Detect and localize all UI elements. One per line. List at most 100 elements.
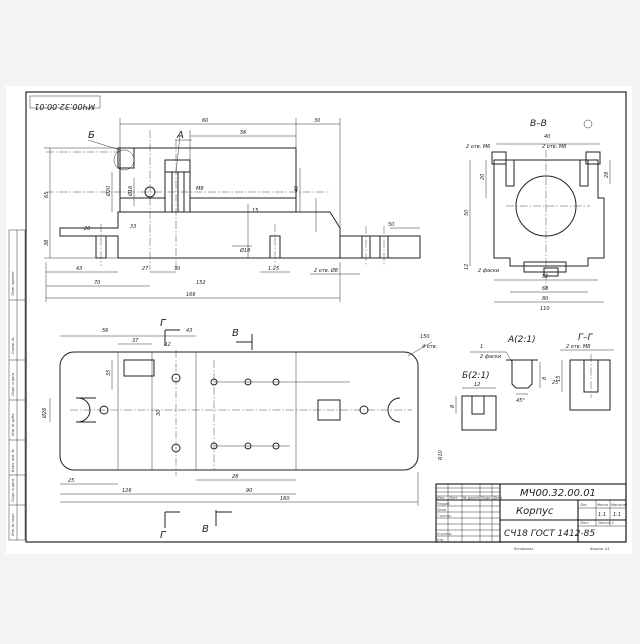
margin-strip: Перв. примен. Справ. № Подп. и дата Инв.…	[8, 229, 26, 541]
dim-2otv: 2 отв. Ø8	[314, 267, 338, 274]
section-vv-rotation-mark	[583, 119, 593, 129]
tb-sheet-label: Лист	[579, 521, 590, 525]
vv-dim-28: 28	[604, 172, 610, 178]
tb-row-izm: Изм.	[437, 496, 445, 500]
rotated-designation-box: МЧ00.32.00.01	[29, 95, 101, 111]
tb-scale-value: 1:1	[613, 512, 621, 518]
tb-col-mass: Масса	[597, 503, 608, 507]
plan-dim-r2: R2	[164, 342, 171, 348]
tb-row-sign: Подп.	[481, 496, 491, 500]
plan-view: Г Г В В 56 37 43 R2 150 4 отв. 35 30 Ø26…	[41, 318, 444, 541]
label-b: Б	[88, 130, 95, 141]
gg-dim-25: 25	[552, 380, 558, 386]
margin-vzam-inv: Взам. инв. №	[11, 449, 15, 472]
vv-dim-110: 110	[540, 306, 550, 312]
tb-format: Формат А3	[590, 547, 609, 551]
dim-bot-43: 43	[76, 266, 82, 272]
vv-dim-50: 50	[464, 210, 470, 216]
detail-a: А(2:1) 1 2 фаски 8 45°	[470, 335, 548, 404]
dim-65: 65	[44, 192, 50, 198]
plan-dim-37: 37	[132, 338, 139, 344]
label-g1: Г	[160, 318, 167, 329]
plan-dim-r10: R10	[438, 450, 444, 460]
tb-designation: МЧ00.32.00.01	[520, 488, 596, 499]
main-section-view: Б А 60 56 30 65 Ø20 Ø16 40 33 38 20 М8 Ø…	[44, 118, 421, 302]
plan-dim-160: 160	[280, 496, 290, 502]
vv-dim-80: 80	[542, 296, 548, 302]
label-v1: В	[232, 328, 239, 339]
dim-40: 40	[294, 186, 300, 192]
tb-mass-value: 1:1	[598, 512, 606, 518]
vv-dim-40: 40	[544, 134, 550, 140]
title-block: Изм. Лист № докум. Подп. Дата Разраб. Пр…	[435, 483, 627, 551]
vv-dim-68: 68	[542, 286, 548, 292]
dim-50: 50	[388, 222, 394, 228]
dim-33: 33	[130, 224, 136, 230]
tb-row-utv: Утв.	[437, 538, 444, 542]
plan-dim-4otv: 4 отв.	[422, 344, 437, 350]
section-vv-title: В–В	[530, 119, 547, 129]
dim-d20: Ø20	[105, 186, 112, 197]
vv-dim-2otv-m6: 2 отв. М6	[466, 144, 490, 150]
plan-dim-43: 43	[186, 328, 192, 334]
section-vv: В–В 2 отв. М6 2 отв. М8 40 20 28 50 12 2…	[464, 119, 611, 312]
detail-a-dim-2faski: 2 фаски	[480, 354, 502, 360]
plan-dim-35: 35	[106, 370, 112, 376]
dim-56: 56	[240, 130, 246, 136]
dim-38: 38	[44, 240, 50, 246]
plan-dim-56: 56	[102, 328, 108, 334]
dim-27: 27	[142, 266, 149, 272]
margin-perv-primen: Перв. примен.	[11, 271, 15, 296]
margin-inv-podl: Инв. № подл.	[11, 513, 15, 536]
dim-60: 60	[202, 118, 208, 124]
plan-dim-25: 25	[68, 478, 74, 484]
plan-dim-28: 28	[232, 474, 238, 480]
tb-row-razrab: Разраб.	[437, 502, 450, 506]
tb-col-scale: Масштаб	[611, 503, 627, 507]
dim-m8: М8	[196, 186, 204, 192]
paper	[6, 86, 632, 554]
margin-podp-data-1: Подп. и дата	[11, 373, 15, 396]
drawing-frame	[25, 91, 627, 543]
dim-20: 20	[84, 226, 90, 232]
margin-sprav: Справ. №	[11, 337, 15, 354]
tb-row-doc: № докум.	[462, 496, 480, 500]
vv-dim-2faski: 2 фаски	[478, 268, 500, 274]
dim-bot-166: 166	[186, 292, 196, 298]
vv-dim-2otv-m8: 2 отв. М8	[542, 144, 566, 150]
tb-row-prov: Пров.	[437, 508, 447, 512]
dim-d16: Ø16	[127, 186, 134, 197]
label-a: А	[176, 130, 184, 141]
gg-dim-2otv: 2 отв. М8	[566, 344, 590, 350]
dim-d18: Ø18	[239, 247, 250, 254]
vv-dim-12: 12	[464, 264, 470, 270]
dim-125: 1.25	[268, 266, 279, 272]
dim-30: 30	[314, 118, 320, 124]
label-v2: В	[202, 524, 209, 535]
detail-b-title: Б(2:1)	[462, 371, 490, 381]
tb-col-lit: Лит.	[579, 503, 588, 507]
tb-name: Корпус	[516, 506, 554, 517]
gg-dim-15: 15	[556, 376, 562, 382]
tb-row-tkontr: Т.контр.	[437, 514, 452, 518]
tb-sheets-label: Листов 1	[597, 521, 614, 525]
section-gg-title: Г–Г	[578, 333, 594, 343]
section-gg: Г–Г 2 отв. М8 15 25	[552, 333, 614, 411]
margin-inv-dubl: Инв. № дубл.	[11, 413, 15, 436]
tb-copied: Копировал	[514, 547, 534, 551]
dim-15: 15	[252, 208, 258, 214]
detail-a-title: А(2:1)	[507, 335, 536, 345]
rotated-designation: МЧ00.32.00.01	[34, 102, 95, 111]
vv-dim-52: 52	[542, 274, 548, 280]
plan-dim-90: 90	[246, 488, 252, 494]
dim-bot-152: 152	[196, 280, 206, 286]
tb-row-list: Лист	[448, 496, 459, 500]
dim-bot-70: 70	[94, 280, 100, 286]
margin-podp-data-2: Подп. и дата	[11, 479, 15, 502]
label-g2: Г	[160, 530, 167, 541]
detail-a-dim-8: 8	[542, 377, 548, 380]
detail-a-dim-1: 1	[480, 344, 483, 350]
detail-b-dim-12: 12	[474, 382, 480, 388]
